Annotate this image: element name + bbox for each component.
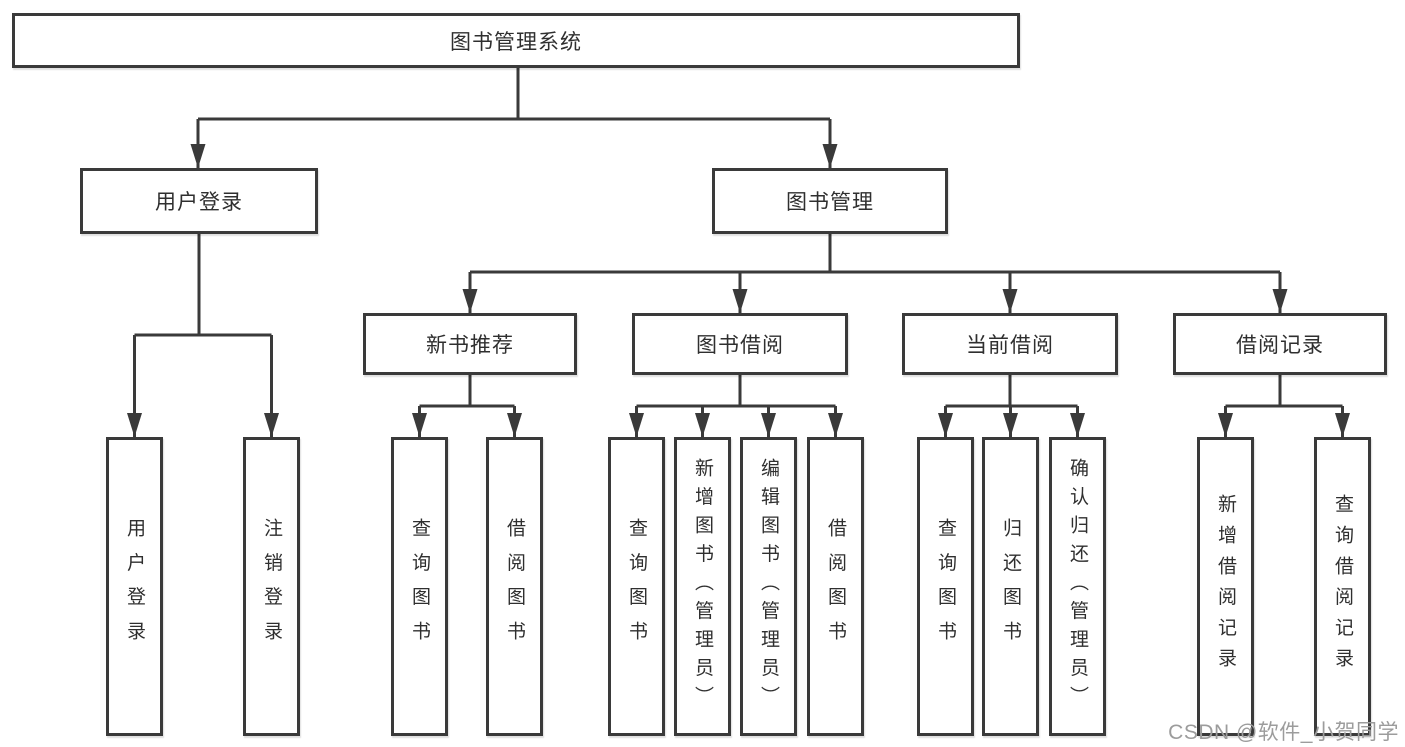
connector-new-books-children: [418, 375, 516, 437]
connector-user-login-children: [133, 234, 273, 437]
node-new-book-recommend: 新书推荐: [363, 313, 577, 375]
leaf-add-books-admin: 新增图书（管理员）: [674, 437, 731, 736]
leaf-edit-books-admin: 编辑图书（管理员）: [740, 437, 797, 736]
leaf-user-login: 用户登录: [106, 437, 163, 736]
csdn-watermark: CSDN @软件_小贺同学: [1168, 721, 1399, 744]
connector-book-mgmt-to-level3: [468, 234, 1282, 313]
arrowheads: [127, 144, 1350, 437]
node-current-borrow: 当前借阅: [902, 313, 1118, 375]
leaf-query-books-recommend: 查询图书: [391, 437, 448, 736]
leaf-logout: 注销登录: [243, 437, 300, 736]
node-book-management: 图书管理: [712, 168, 948, 234]
leaf-query-borrow-record: 查询借阅记录: [1314, 437, 1371, 736]
connector-book-borrow-children: [635, 375, 837, 437]
leaf-borrow-books: 借阅图书: [807, 437, 864, 736]
connector-root-to-level2: [196, 68, 832, 168]
leaf-query-books-borrow: 查询图书: [608, 437, 665, 736]
node-user-login: 用户登录: [80, 168, 318, 234]
node-book-borrow: 图书借阅: [632, 313, 848, 375]
leaf-add-borrow-record: 新增借阅记录: [1197, 437, 1254, 736]
node-borrow-records: 借阅记录: [1173, 313, 1387, 375]
leaf-query-books-current: 查询图书: [917, 437, 974, 736]
leaf-confirm-return-admin: 确认归还（管理员）: [1049, 437, 1106, 736]
leaf-return-books: 归还图书: [982, 437, 1039, 736]
connector-borrow-records-children: [1224, 375, 1344, 437]
node-root-system: 图书管理系统: [12, 13, 1020, 68]
leaf-borrow-books-recommend: 借阅图书: [486, 437, 543, 736]
